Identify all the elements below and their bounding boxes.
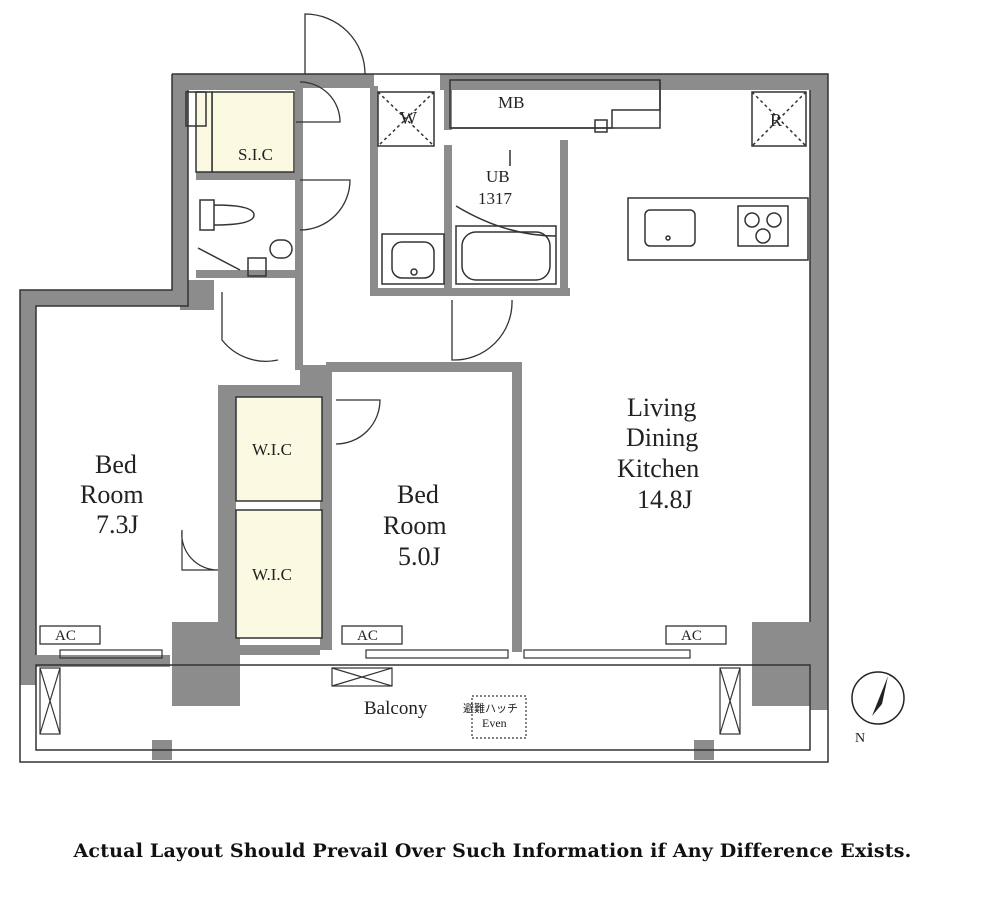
stove-icon (737, 205, 789, 247)
closets (195, 91, 323, 639)
bedroom-center-size: 5.0J (398, 542, 441, 571)
balcony-label: Balcony (364, 698, 428, 719)
ldk-line3: Kitchen (617, 454, 699, 483)
ldk-line1: Living (627, 393, 696, 422)
sic-label: S.I.C (238, 145, 273, 164)
bedroom-center-line1: Bed (397, 480, 439, 509)
hatch-label-en: Even (482, 716, 507, 730)
compass-needle-icon (872, 676, 888, 716)
sic-closet (211, 91, 295, 173)
bedroom-left-size: 7.3J (96, 510, 139, 539)
bedroom-left-line1: Bed (95, 450, 137, 479)
wic-lower-label: W.I.C (252, 565, 292, 584)
ac-label-1: AC (55, 628, 76, 644)
door-swings (181, 13, 513, 571)
kitchen-counter (627, 197, 809, 261)
fridge-icon (751, 91, 807, 147)
ac-boxes (39, 625, 727, 645)
bedroom-left-line2: Room (80, 480, 144, 509)
walls (20, 74, 828, 760)
wall-outlines (19, 73, 829, 763)
entrance-door (304, 13, 366, 75)
ldk-line2: Dining (626, 423, 698, 452)
ub-label: UB (486, 167, 510, 186)
washer-label: W (400, 108, 417, 128)
ldk-size: 14.8J (637, 485, 693, 514)
wic-upper-closet (235, 396, 323, 502)
windows (39, 649, 741, 739)
ub-size-label: 1317 (478, 189, 513, 208)
disclaimer: Actual Layout Should Prevail Over Such I… (73, 840, 912, 862)
ac-label-2: AC (357, 628, 378, 644)
washer-icon (377, 91, 435, 147)
wic-lower-closet (235, 509, 323, 639)
wic-upper-label: W.I.C (252, 440, 292, 459)
sink-icon (381, 233, 445, 285)
compass: N (851, 671, 905, 746)
floor-plan: N S.I.C MB W R UB 1317 W.I.C W.I.C Bed R… (19, 13, 905, 763)
room-labels: S.I.C MB W R UB 1317 W.I.C W.I.C Bed Roo… (55, 93, 782, 730)
ac-label-3: AC (681, 628, 702, 644)
toilet-icon (199, 199, 255, 231)
fixtures (185, 91, 809, 285)
kitchen-sink-icon (644, 209, 696, 247)
compass-label: N (855, 731, 865, 746)
hatch-label-jp: 避難ハッチ (463, 701, 518, 715)
mb-label: MB (498, 93, 524, 112)
bathtub-icon (455, 225, 557, 285)
bedroom-center-line2: Room (383, 511, 447, 540)
fridge-label: R (770, 110, 782, 130)
